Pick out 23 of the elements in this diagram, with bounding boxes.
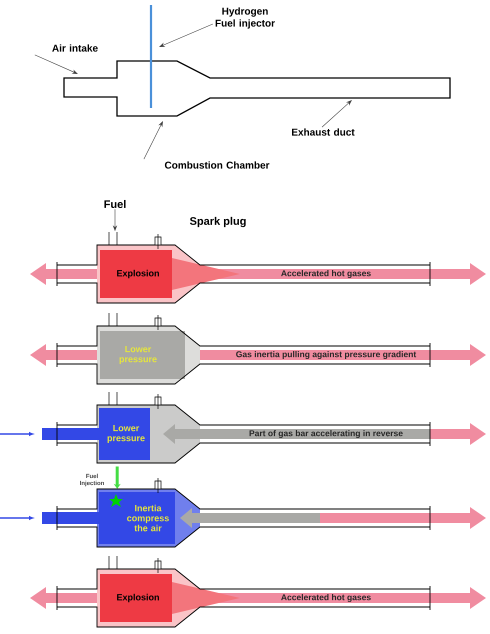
part-label: Combustion Chamber — [164, 161, 270, 169]
chamber-label: Lower pressure — [108, 424, 145, 444]
part-label: Exhaust duct — [292, 128, 355, 136]
part-label: Fuel — [104, 200, 126, 208]
leader-line — [144, 121, 163, 160]
engine-drawing — [30, 556, 486, 628]
engine-drawing — [30, 312, 486, 384]
chamber-label: Inertia compress the air — [127, 504, 169, 532]
chamber-label: Explosion — [117, 594, 159, 602]
leader-line — [34, 54, 78, 74]
chamber-label: Explosion — [117, 270, 159, 278]
duct-label: Gas inertia pulling against pressure gradient — [236, 351, 416, 359]
duct-label: Accelerated hot gases — [281, 594, 371, 602]
engine-drawing — [0, 392, 486, 464]
duct-label: Accelerated hot gases — [281, 270, 371, 278]
chamber-label: Lower pressure — [120, 346, 157, 364]
leader-line — [159, 24, 214, 47]
engine-drawing — [0, 478, 486, 548]
part-label: Air intake — [52, 44, 98, 52]
engine-drawing — [30, 232, 486, 304]
part-label: Hydrogen Fuel injector — [216, 7, 275, 29]
leader-line — [322, 100, 352, 128]
duct-label: Part of gas bar accelerating in reverse — [250, 430, 403, 438]
